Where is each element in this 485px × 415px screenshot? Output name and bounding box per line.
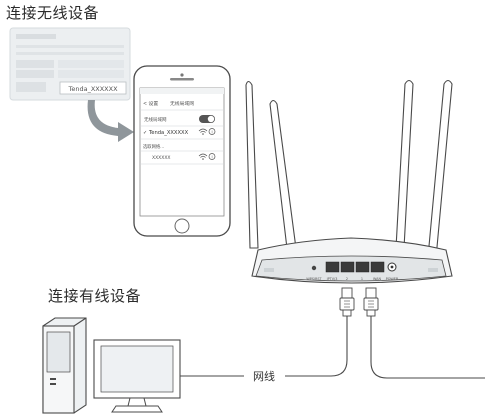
- curved-arrow: [87, 100, 134, 142]
- phone-screen-title: 无线局域网: [170, 100, 194, 107]
- phone-choose-network: 选取网络...: [143, 143, 164, 150]
- wlan-toggle[interactable]: [199, 115, 215, 123]
- wired-heading: 连接有线设备: [48, 287, 142, 305]
- wifi-icon: [198, 153, 208, 160]
- port-label-iptv: IPTV/3: [327, 277, 338, 281]
- port-label-lan1: 1: [361, 277, 363, 281]
- phone-connected-network[interactable]: Tenda_XXXXXX: [148, 130, 189, 136]
- monitor: [93, 339, 181, 413]
- port-label-wan: WAN: [373, 277, 381, 281]
- rj45-plug-wan: [363, 287, 379, 317]
- smartphone: < 设置 无线局域网 无线局域网 ✓ Tenda_XXXXXX i: [133, 65, 231, 237]
- svg-text:i: i: [211, 129, 212, 134]
- desktop-tower: [42, 317, 87, 414]
- phone-wlan-label: 无线局域网: [144, 116, 167, 123]
- info-icon[interactable]: i: [208, 153, 216, 160]
- router: WPS/RST IPTV/3 2 1 WAN POWER: [245, 79, 453, 284]
- sticker-ssid: Tenda_XXXXXX: [67, 85, 118, 93]
- port-label-wps: WPS/RST: [306, 277, 322, 281]
- ethernet-cable-wan: [370, 316, 485, 379]
- wireless-heading: 连接无线设备: [6, 4, 100, 22]
- svg-text:i: i: [211, 154, 212, 159]
- info-icon[interactable]: i: [208, 128, 216, 135]
- checkmark-icon: ✓: [143, 130, 147, 136]
- router-sticker: Tenda_XXXXXX: [9, 27, 131, 101]
- phone-other-network[interactable]: XXXXXX: [152, 155, 171, 161]
- port-label-lan2: 2: [346, 277, 348, 281]
- ethernet-cable-to-pc: [170, 316, 348, 377]
- wifi-icon: [198, 128, 208, 135]
- phone-back-link[interactable]: < 设置: [143, 100, 158, 107]
- rj45-plug-lan: [339, 287, 355, 317]
- port-label-power: POWER: [386, 277, 399, 281]
- cable-label: 网线: [253, 369, 275, 383]
